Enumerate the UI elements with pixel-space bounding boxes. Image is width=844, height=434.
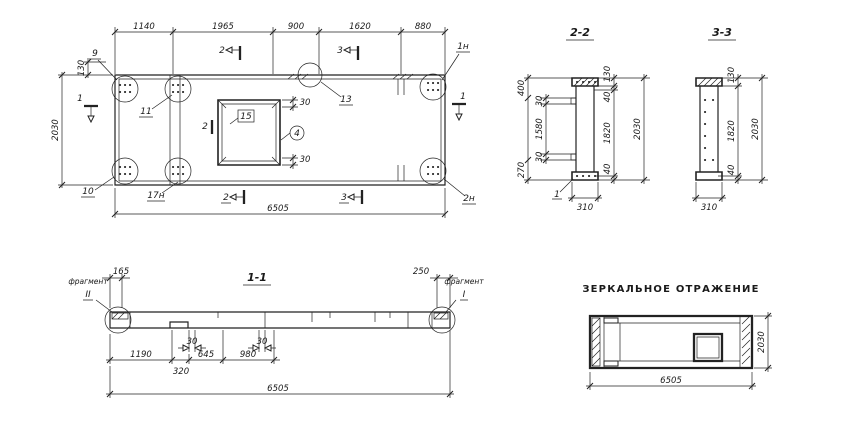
section-2-2-title: 2-2 xyxy=(570,26,590,39)
section-3-3-title: 3-3 xyxy=(712,26,732,39)
dim-320: 320 xyxy=(173,367,189,377)
callout-2n: 2н xyxy=(463,194,475,204)
mirror-outline xyxy=(588,314,754,370)
dim-2030-mirror: 2030 xyxy=(757,331,767,353)
section-1-1: 1-1 фрагмент II фрагмент I 165 250 30 30… xyxy=(68,267,484,398)
dim-1580: 1580 xyxy=(535,118,545,140)
detail-circle xyxy=(111,157,139,185)
dim-130: 130 xyxy=(727,67,737,83)
section-2-2: 2-2 400 30 1580 30 270 130 40 1820 40 20… xyxy=(517,26,650,213)
dim-2030-plan: 2030 xyxy=(51,119,61,141)
dim-40-b: 40 xyxy=(603,164,613,175)
dim-165: 165 xyxy=(113,267,129,277)
fragment-right-num: I xyxy=(463,290,466,300)
fragment-left-num: II xyxy=(85,290,91,300)
callout-11: 11 xyxy=(140,107,151,117)
dim-1140: 1140 xyxy=(133,22,155,32)
detail-circle xyxy=(419,157,447,185)
detail-circle xyxy=(297,62,323,88)
dim-130-plan: 130 xyxy=(77,60,87,76)
dim-2030: 2030 xyxy=(751,118,761,140)
detail-circle xyxy=(419,73,447,101)
dim-310: 310 xyxy=(701,203,717,213)
section-mark-3-top: 3 xyxy=(337,46,343,56)
dim-1820: 1820 xyxy=(603,122,613,144)
dim-6505-mirror: 6505 xyxy=(660,376,682,386)
mirror-view: ЗЕРКАЛЬНОЕ ОТРАЖЕНИЕ 6505 2030 xyxy=(582,284,772,390)
dim-880: 880 xyxy=(415,22,431,32)
fragment-left-label: фрагмент xyxy=(68,277,108,286)
detail-circle xyxy=(111,75,139,103)
dim-1820: 1820 xyxy=(727,120,737,142)
dim-1190: 1190 xyxy=(130,350,152,360)
dim-645: 645 xyxy=(198,350,214,360)
section-mark-1-left: 1 xyxy=(77,94,83,104)
dim-980: 980 xyxy=(240,350,256,360)
dim-1620: 1620 xyxy=(349,22,371,32)
callout-9: 9 xyxy=(92,49,98,59)
dim-6505-plan: 6505 xyxy=(267,204,289,214)
bar-outline xyxy=(109,311,451,329)
callout-4: 4 xyxy=(294,129,300,139)
callout-1: 1 xyxy=(554,190,560,200)
section-mark-2-mid: 2 xyxy=(202,122,208,132)
detail-circle xyxy=(164,157,192,185)
dim-310: 310 xyxy=(577,203,593,213)
opening-dim-30-bottom: 30 xyxy=(300,155,311,165)
mirror-title: ЗЕРКАЛЬНОЕ ОТРАЖЕНИЕ xyxy=(582,284,759,295)
section-mark-2-bottom: 2 xyxy=(223,193,229,203)
section-1-1-title: 1-1 xyxy=(247,271,267,284)
detail-circle xyxy=(164,75,192,103)
dim-30-left: 30 xyxy=(187,337,198,347)
dim-250: 250 xyxy=(413,267,429,277)
dim-30-right: 30 xyxy=(257,337,268,347)
section-mark-1-right: 1 xyxy=(460,92,466,102)
callout-15-box xyxy=(237,109,255,123)
opening-dim-30-top: 30 xyxy=(300,98,311,108)
dim-40: 40 xyxy=(727,165,737,176)
panel-outline xyxy=(114,74,446,186)
fragment-right-circle xyxy=(428,306,456,334)
mirror-opening xyxy=(692,332,724,363)
fragment-left-circle xyxy=(104,306,132,334)
dim-900: 900 xyxy=(288,22,304,32)
callout-1n: 1н xyxy=(457,42,469,52)
fragment-right-label: фрагмент xyxy=(444,277,484,286)
section-3-3: 3-3 130 1820 40 2030 310 xyxy=(692,26,768,213)
dim-40-a: 40 xyxy=(603,92,613,103)
dim-30-a: 30 xyxy=(535,96,545,107)
callout-13: 13 xyxy=(340,95,352,105)
dim-130: 130 xyxy=(603,66,613,82)
callout-15: 15 xyxy=(240,112,252,122)
dim-2030: 2030 xyxy=(633,118,643,140)
dim-400: 400 xyxy=(517,80,527,96)
callout-17n: 17н xyxy=(147,191,164,201)
dim-1965: 1965 xyxy=(212,22,234,32)
dim-30-b: 30 xyxy=(535,152,545,163)
dim-270: 270 xyxy=(517,162,527,178)
callout-10: 10 xyxy=(82,187,94,197)
dim-6505: 6505 xyxy=(267,384,289,394)
section-mark-2-top: 2 xyxy=(219,46,225,56)
plan-view: 1140 1965 900 1620 880 2030 130 6505 9 1… xyxy=(51,22,476,218)
section-mark-3-bottom: 3 xyxy=(341,193,347,203)
